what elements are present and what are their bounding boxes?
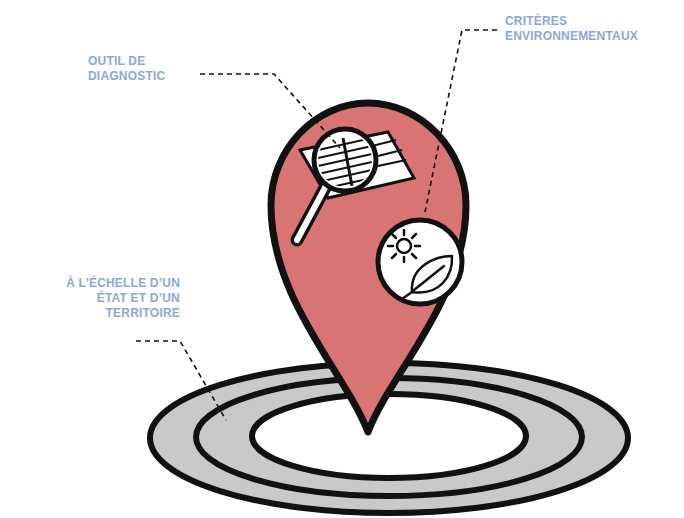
callout-label: À L’ÉCHELLE D’UN ÉTAT ET D’UN TERRITOIRE	[48, 276, 180, 321]
map-pin	[271, 103, 466, 432]
magnifier-handle	[297, 186, 326, 240]
callout-label: CRITÈRES ENVIRONNEMENTAUX	[505, 14, 670, 44]
leader-lines	[136, 30, 497, 420]
sun-icon	[388, 230, 420, 262]
magnifier-lens	[314, 129, 376, 191]
lens-hatching	[318, 138, 372, 190]
environment-badge	[378, 220, 462, 304]
leaf-icon	[402, 256, 452, 299]
callout-label: OUTIL DE DIAGNOSTIC	[88, 54, 196, 84]
magnifier-handle-inner	[297, 186, 326, 240]
inner-ring	[252, 394, 526, 478]
